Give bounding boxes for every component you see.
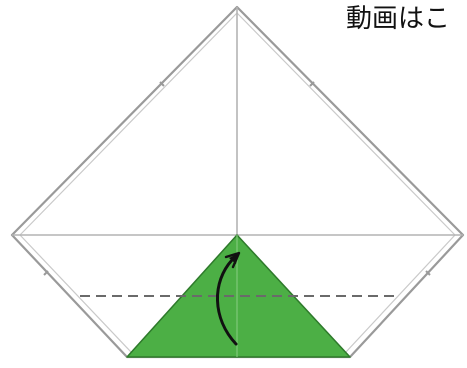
edge-ticks: [43, 81, 431, 276]
curved-up-arrow-icon: [216, 251, 241, 346]
video-caption-text: 動画はこ: [346, 4, 451, 34]
